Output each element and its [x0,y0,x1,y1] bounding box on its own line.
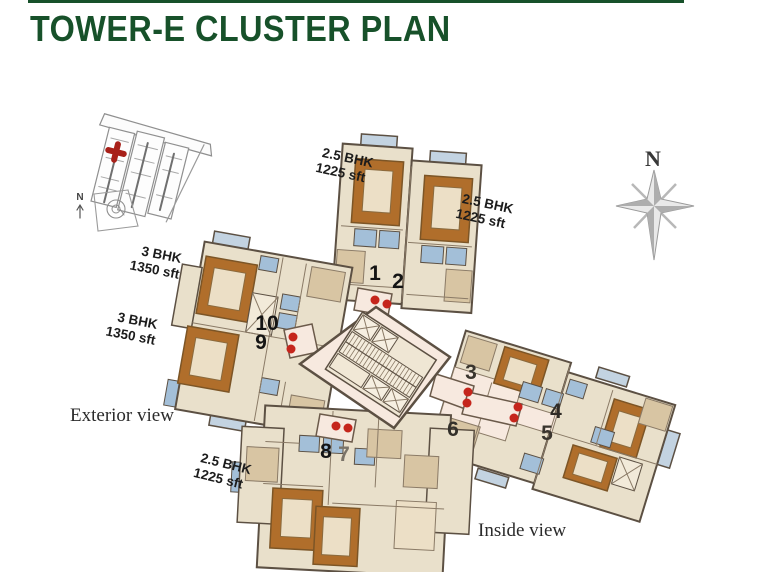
site-key-north-label: N [76,192,83,203]
page-title: TOWER-E CLUSTER PLAN [30,8,451,49]
wing-bottom [230,404,476,572]
top-accent-line [28,0,684,3]
unit-number-9: 9 [255,331,267,354]
unit-number-7: 7 [338,443,350,466]
compass-north-label: N [645,146,661,171]
unit-number-10: 10 [255,312,278,335]
unit-type-label-left-upper: 3 BHK 1350 sft [129,243,184,281]
unit-number-4: 4 [550,400,562,423]
exterior-view-label: Exterior view [70,405,174,426]
wing-left [163,230,354,437]
central-core [283,287,523,443]
site-key-map: N [76,113,213,232]
unit-number-1: 1 [369,262,381,285]
compass-rose: N [615,146,695,261]
unit-number-8: 8 [320,440,332,463]
unit-number-5: 5 [541,422,553,445]
unit-number-6: 6 [447,418,459,441]
site-key-location-cross [105,141,127,163]
unit-number-2: 2 [392,270,404,293]
unit-type-label-left-lower: 3 BHK 1350 sft [105,309,160,347]
unit-number-3: 3 [465,361,477,384]
inside-view-label: Inside view [478,520,566,541]
wing-top [330,133,483,315]
entry-dots [286,295,523,433]
